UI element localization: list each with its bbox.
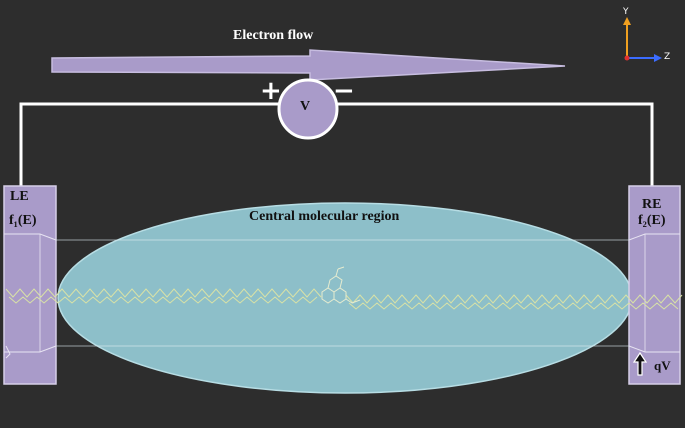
molecular-chain [5,288,683,310]
z-axis-arrowhead [654,54,662,62]
left-electrode-box [3,185,57,385]
right-fermi-label: f₂(E) [638,213,666,228]
axis-triad [623,17,662,62]
chain-bond [348,302,679,310]
bias-arrow [632,351,648,376]
axis-origin-icon [624,55,630,61]
electron-flow-arrow [51,49,566,81]
circuit-wires [19,102,654,186]
up-arrow-icon [632,351,648,376]
left-wire [19,102,279,186]
right-electrode [628,185,681,385]
right-electrode-box [628,185,681,385]
guide-lines [56,239,629,347]
voltmeter-label: V [300,99,311,114]
plus-terminal-sign: + [260,76,282,106]
left-fermi-label: f₁(E) [9,213,37,228]
chain-bond [345,294,683,304]
minus-terminal-sign: − [333,76,355,106]
y-axis-arrowhead [623,17,631,25]
right-electrode-label: RE [642,197,662,212]
bond [335,268,339,277]
bias-label: qV [654,358,671,373]
central-molecule [321,266,361,304]
chain-bond [5,288,322,298]
left-electrode [3,185,57,385]
right-wire [338,102,654,186]
central-region-label: Central molecular region [249,209,400,224]
central-region-ellipse [57,202,633,394]
bond [351,299,361,304]
left-electrode-mark [5,345,11,359]
y-axis-label: Y [623,7,629,17]
left-electrode-label: LE [10,189,29,204]
voltmeter-circle [277,78,339,140]
z-axis-label: Z [664,52,671,62]
bond [337,266,345,270]
bond [345,298,353,304]
chain-bond [8,296,318,304]
electron-flow-label: Electron flow [233,28,314,43]
